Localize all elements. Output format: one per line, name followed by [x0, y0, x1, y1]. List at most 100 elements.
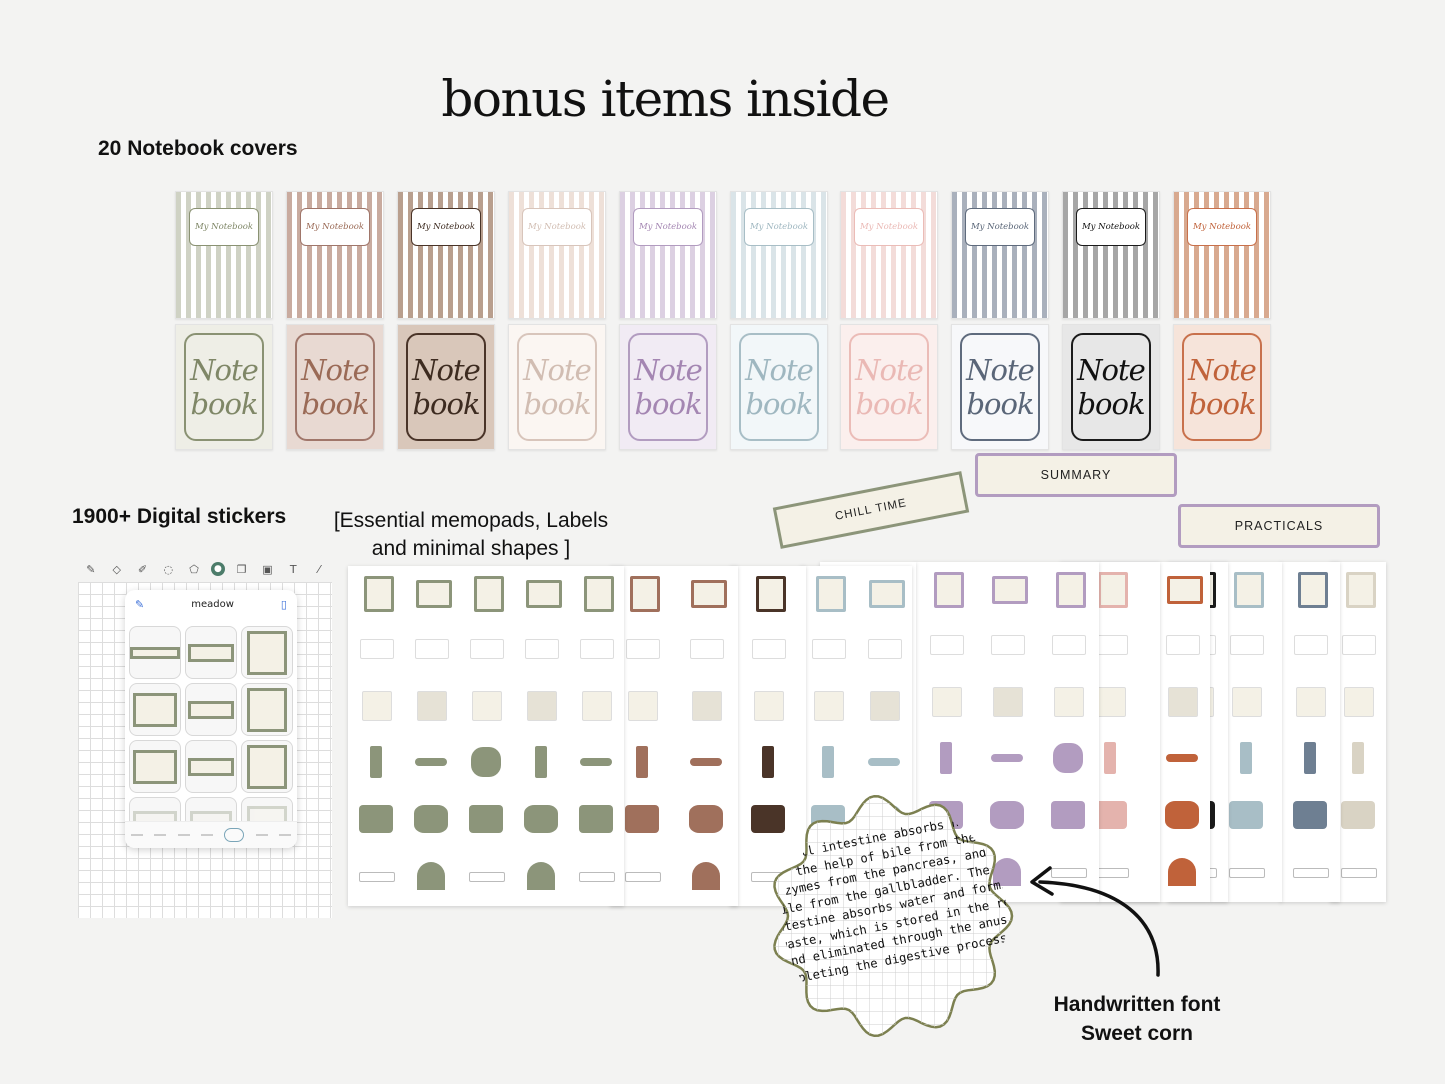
sticker-sheet — [348, 566, 624, 906]
sticker-item — [1229, 801, 1263, 829]
sticker-cell[interactable] — [185, 683, 237, 736]
cover-title-tag: My Notebook — [633, 208, 703, 246]
sticker-item — [751, 805, 785, 833]
arrow-icon — [1030, 866, 1160, 977]
sticker-cell[interactable] — [129, 626, 181, 679]
cover-title-tag: My Notebook — [744, 208, 814, 246]
striped-cover: My Notebook — [1173, 191, 1271, 319]
edit-icon[interactable]: ✎ — [135, 597, 145, 611]
sticker-cell[interactable] — [241, 740, 293, 793]
sticker-cell[interactable] — [129, 740, 181, 793]
sticker-item — [1294, 635, 1328, 655]
sticker-cell[interactable] — [129, 683, 181, 736]
sticker-item — [579, 872, 615, 882]
sticker-app-mockup: ✎ ◇ ✐ ◌ ⬠ ● ❐ ▣ T ⁄ ✎ meadow ▯ — [78, 558, 332, 918]
striped-cover: My Notebook — [730, 191, 828, 319]
caption-line1: Handwritten font — [1053, 993, 1221, 1016]
pen-icon[interactable]: ✎ — [86, 562, 96, 576]
pack-tab[interactable] — [255, 834, 268, 836]
link-icon[interactable]: ⁄ — [318, 562, 320, 576]
cover-word-book: book — [523, 387, 591, 421]
striped-cover: My Notebook — [1062, 191, 1160, 319]
sticker-item — [535, 746, 547, 778]
image-icon[interactable]: ▣ — [262, 562, 273, 576]
sticker-item — [580, 758, 612, 766]
sticker-item — [692, 691, 722, 721]
sticker-item — [1352, 742, 1364, 774]
sticker-item — [1304, 742, 1316, 774]
sticker-item — [1051, 868, 1087, 878]
sticker-cell[interactable] — [185, 626, 237, 679]
striped-cover: My Notebook — [840, 191, 938, 319]
sticker-item — [526, 580, 562, 608]
sticker-item — [472, 691, 502, 721]
sticker-item — [625, 805, 659, 833]
sticker-item — [359, 872, 395, 882]
sticker-sheet — [1280, 562, 1340, 902]
pack-tab[interactable] — [279, 834, 292, 836]
pack-tab[interactable] — [177, 834, 190, 836]
sticker-item — [869, 580, 905, 608]
cover-word-note: Note — [855, 353, 924, 387]
sticker-item — [1341, 868, 1377, 878]
cover-title-tag: My Notebook — [854, 208, 924, 246]
cover-title-tag: My Notebook — [189, 208, 259, 246]
sticker-item — [370, 746, 382, 778]
sticker-item — [1096, 687, 1126, 717]
sticker-item — [628, 691, 658, 721]
app-toolbar: ✎ ◇ ✐ ◌ ⬠ ● ❐ ▣ T ⁄ — [78, 558, 332, 580]
sticker-item — [940, 742, 952, 774]
sticker-cell[interactable] — [185, 740, 237, 793]
handwritten-caption: Handwritten font Sweet corn — [1010, 990, 1264, 1048]
sticker-item — [1052, 635, 1086, 655]
sticker-item — [1167, 576, 1203, 604]
sticker-item — [527, 691, 557, 721]
sticker-item — [934, 572, 964, 608]
shapes-icon[interactable]: ⬠ — [189, 562, 199, 576]
sticker-item — [417, 862, 445, 890]
chill-time-label: CHILL TIME — [772, 471, 970, 549]
sticker-item — [415, 639, 449, 659]
sticker-item — [1104, 742, 1116, 774]
sticker-item — [1053, 743, 1083, 773]
sticker-item — [991, 754, 1023, 762]
sticker-item — [1054, 687, 1084, 717]
striped-cover: My Notebook — [397, 191, 495, 319]
cover-word-note: Note — [966, 353, 1035, 387]
sticker-cell[interactable] — [241, 626, 293, 679]
cover-word-book: book — [634, 387, 702, 421]
cover-word-book: book — [1188, 387, 1256, 421]
sticker-thumbnail — [247, 687, 287, 732]
pack-tab[interactable] — [154, 834, 167, 836]
book-icon[interactable]: ▯ — [280, 597, 287, 611]
striped-cover: My Notebook — [619, 191, 717, 319]
cover-word-note: Note — [412, 353, 481, 387]
sticker-item — [868, 639, 902, 659]
striped-cover: My Notebook — [951, 191, 1049, 319]
sticker-item — [990, 801, 1024, 829]
sticker-item — [630, 576, 660, 612]
pack-tab-selected[interactable] — [224, 828, 245, 842]
sticker-cell[interactable] — [241, 683, 293, 736]
cover-word-note: Note — [301, 353, 370, 387]
summary-label: SUMMARY — [975, 453, 1177, 497]
cover-word-book: book — [745, 387, 813, 421]
text-icon[interactable]: T — [289, 562, 297, 576]
copy-icon[interactable]: ❐ — [236, 562, 247, 576]
cover-word-note: Note — [1077, 353, 1146, 387]
eraser-icon[interactable]: ◇ — [112, 562, 121, 576]
pack-tab[interactable] — [200, 834, 213, 836]
cover-word-note: Note — [190, 353, 259, 387]
pack-tab[interactable] — [130, 834, 143, 836]
sticker-item — [469, 805, 503, 833]
highlighter-icon[interactable]: ✐ — [137, 562, 148, 576]
sticker-item — [527, 862, 555, 890]
lasso-icon[interactable]: ◌ — [163, 562, 174, 576]
sticker-item — [812, 639, 846, 659]
sticker-icon[interactable]: ● — [210, 562, 225, 576]
sticker-sheet — [730, 566, 806, 906]
